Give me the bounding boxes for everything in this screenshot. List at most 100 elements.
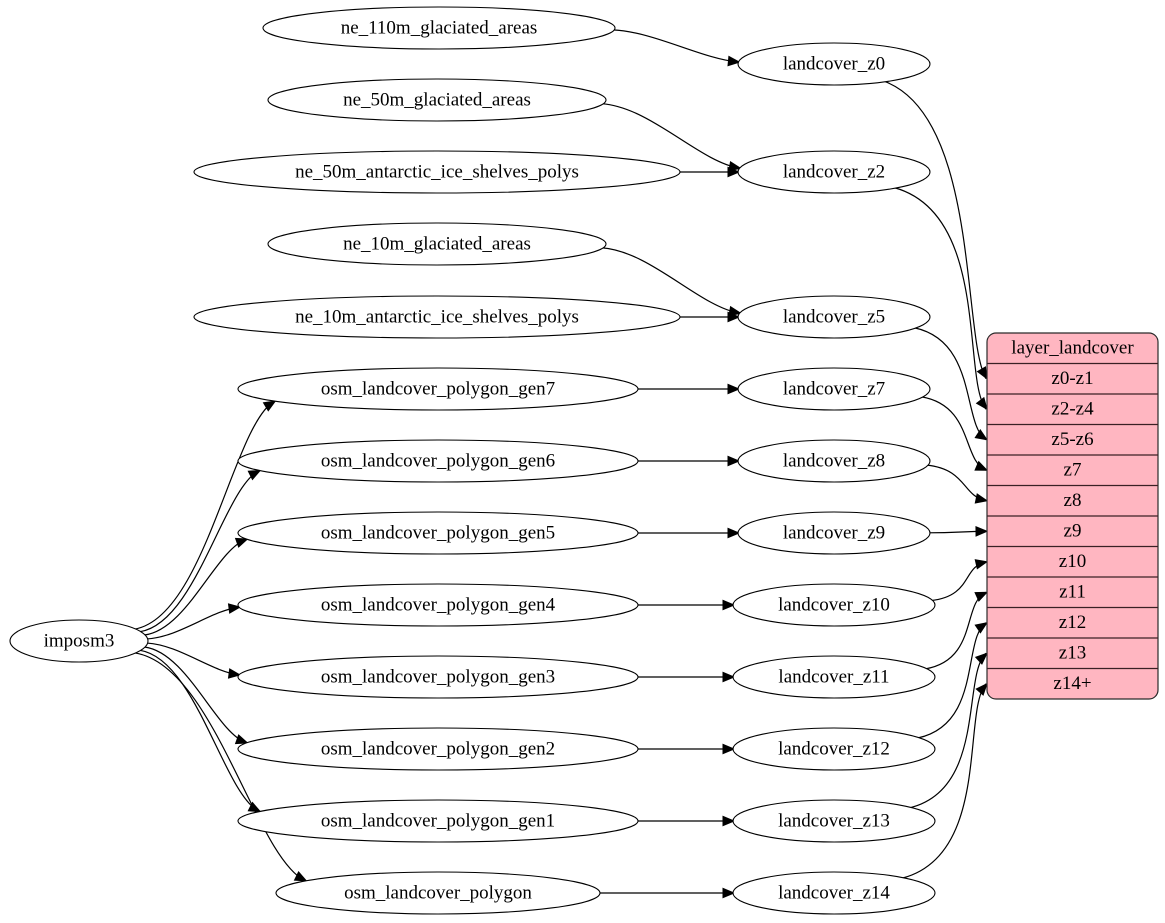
node-label: osm_landcover_polygon_gen6 [321, 450, 555, 471]
edge-arrowhead [227, 603, 242, 614]
node-shape [267, 78, 607, 122]
edge-landcover_z2-to-layer_landcover_z2-z4 [894, 187, 987, 410]
layer-landcover-table: layer_landcoverz0-z1z2-z4z5-z6z7z8z9z10z… [986, 332, 1159, 700]
node-osm_landcover_polygon_gen1[interactable]: osm_landcover_polygon_gen1 [237, 799, 639, 843]
node-imposm3[interactable]: imposm3 [9, 619, 149, 663]
node-shape [237, 583, 639, 627]
node-shape [275, 871, 601, 915]
node-label: osm_landcover_polygon_gen5 [321, 522, 555, 543]
node-ne_10m_antarctic_ice_shelves_polys[interactable]: ne_10m_antarctic_ice_shelves_polys [193, 295, 681, 339]
node-landcover_z13[interactable]: landcover_z13 [732, 799, 936, 843]
node-label: ne_50m_antarctic_ice_shelves_polys [295, 161, 579, 182]
node-landcover_z5[interactable]: landcover_z5 [737, 295, 931, 339]
node-shape [737, 42, 931, 86]
node-landcover_z14[interactable]: landcover_z14 [732, 871, 936, 915]
edge-layer [134, 29, 989, 899]
edge-imposm3-to-osm_landcover_polygon_gen6 [139, 469, 260, 633]
edge-arrowhead [974, 591, 989, 602]
edge-arrowhead [727, 55, 741, 67]
edge-arrowhead [727, 383, 741, 395]
edge-arrowhead [227, 668, 242, 679]
node-osm_landcover_polygon_gen2[interactable]: osm_landcover_polygon_gen2 [237, 727, 639, 771]
table-row-label: z10 [1059, 551, 1086, 572]
edge-ne_10m_glaciated_areas-to-landcover_z5 [601, 247, 740, 314]
edge-arrowhead [722, 671, 736, 683]
edge-arrowhead [234, 537, 249, 548]
edge-arrowhead [293, 871, 308, 882]
node-ne_110m_glaciated_areas[interactable]: ne_110m_glaciated_areas [262, 6, 616, 50]
node-label: landcover_z14 [778, 882, 890, 903]
node-shape [262, 6, 616, 50]
node-landcover_z10[interactable]: landcover_z10 [732, 583, 936, 627]
node-landcover_z2[interactable]: landcover_z2 [737, 150, 931, 194]
node-shape [732, 727, 936, 771]
node-osm_landcover_polygon_gen5[interactable]: osm_landcover_polygon_gen5 [237, 511, 639, 555]
table-row-label: z2-z4 [1051, 399, 1094, 420]
node-osm_landcover_polygon_gen7[interactable]: osm_landcover_polygon_gen7 [237, 367, 639, 411]
edge-arrowhead [974, 493, 989, 504]
node-label: osm_landcover_polygon_gen3 [321, 666, 555, 687]
node-shape [267, 222, 607, 266]
table-row-label: z5-z6 [1051, 429, 1093, 450]
node-ne_50m_antarctic_ice_shelves_polys[interactable]: ne_50m_antarctic_ice_shelves_polys [193, 150, 681, 194]
edge-arrowhead [727, 527, 741, 539]
edge-imposm3-to-osm_landcover_polygon_gen2 [144, 646, 247, 744]
edge-arrowhead [727, 166, 741, 178]
node-landcover_z8[interactable]: landcover_z8 [737, 439, 931, 483]
node-label: landcover_z11 [778, 666, 889, 687]
table-row-label: z14+ [1053, 673, 1091, 694]
edge-imposm3-to-osm_landcover_polygon_gen4 [146, 606, 240, 640]
node-label: osm_landcover_polygon_gen7 [321, 378, 555, 399]
edge-arrowhead [974, 460, 989, 471]
edge-landcover_z0-to-layer_landcover_z0-z1 [884, 80, 987, 380]
edge-imposm3-to-osm_landcover_polygon_gen5 [144, 538, 247, 636]
edge-imposm3-to-osm_landcover_polygon [134, 652, 306, 882]
edge-arrowhead [234, 734, 249, 745]
node-shape [9, 619, 149, 663]
node-shape [737, 439, 931, 483]
node-label: landcover_z5 [783, 306, 885, 327]
node-shape [237, 799, 639, 843]
node-label: landcover_z2 [783, 161, 885, 182]
edge-arrowhead [262, 400, 277, 412]
edge-arrowhead [974, 652, 988, 665]
node-osm_landcover_polygon_gen6[interactable]: osm_landcover_polygon_gen6 [237, 439, 639, 483]
node-shape [732, 655, 936, 699]
node-osm_landcover_polygon_gen4[interactable]: osm_landcover_polygon_gen4 [237, 583, 639, 627]
edge-arrowhead [727, 311, 741, 323]
node-shape [732, 871, 936, 915]
node-ne_10m_glaciated_areas[interactable]: ne_10m_glaciated_areas [267, 222, 607, 266]
node-landcover_z0[interactable]: landcover_z0 [737, 42, 931, 86]
node-landcover_z11[interactable]: landcover_z11 [732, 655, 936, 699]
node-label: landcover_z10 [778, 594, 890, 615]
node-shape [732, 799, 936, 843]
table-header-label: layer_landcover [1011, 338, 1134, 359]
edge-landcover_z14-to-layer_landcover_z14_ [902, 683, 987, 879]
edge-landcover_z13-to-layer_landcover_z13 [909, 652, 987, 809]
table-row-label: z11 [1059, 582, 1086, 603]
edge-arrowhead [974, 559, 989, 570]
node-label: landcover_z0 [783, 53, 885, 74]
edge-ne_50m_glaciated_areas-to-landcover_z2 [601, 103, 740, 169]
node-shape [737, 511, 931, 555]
node-shape [237, 511, 639, 555]
edge-arrowhead [974, 622, 989, 634]
node-osm_landcover_polygon[interactable]: osm_landcover_polygon [275, 871, 601, 915]
node-landcover_z9[interactable]: landcover_z9 [737, 511, 931, 555]
table-row-label: z7 [1064, 460, 1082, 481]
table-row-label: z0-z1 [1051, 368, 1093, 389]
node-label: ne_50m_glaciated_areas [343, 89, 531, 110]
node-landcover_z12[interactable]: landcover_z12 [732, 727, 936, 771]
node-osm_landcover_polygon_gen3[interactable]: osm_landcover_polygon_gen3 [237, 655, 639, 699]
node-landcover_z7[interactable]: landcover_z7 [737, 367, 931, 411]
node-label: osm_landcover_polygon_gen2 [321, 738, 555, 759]
node-shape [193, 295, 681, 339]
edge-arrowhead [722, 887, 736, 899]
node-ne_50m_glaciated_areas[interactable]: ne_50m_glaciated_areas [267, 78, 607, 122]
edge-arrowhead [975, 682, 988, 696]
node-label: osm_landcover_polygon [344, 882, 532, 903]
edge-arrowhead [247, 469, 262, 481]
table-row-label: z9 [1064, 521, 1082, 542]
